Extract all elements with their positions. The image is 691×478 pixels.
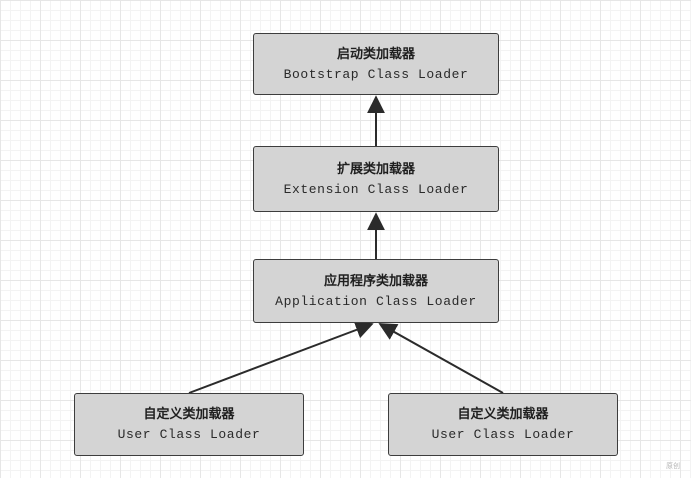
node-title-en: Application Class Loader xyxy=(275,293,477,309)
node-title-en: User Class Loader xyxy=(117,427,261,442)
edge-user-right-to-application xyxy=(378,323,504,394)
node-title-en: Extension Class Loader xyxy=(283,181,469,197)
application-class-loader-node[interactable]: 应用程序类加载器 Application Class Loader xyxy=(253,259,499,323)
extension-class-loader-node[interactable]: 扩展类加载器 Extension Class Loader xyxy=(253,146,499,212)
node-title-cn: 自定义类加载器 xyxy=(143,407,235,422)
user-class-loader-node-right[interactable]: 自定义类加载器 User Class Loader xyxy=(388,393,618,456)
node-title-en: Bootstrap Class Loader xyxy=(283,66,469,82)
edge-user-left-to-application xyxy=(188,321,374,394)
node-title-cn: 应用程序类加载器 xyxy=(323,273,428,289)
node-title-cn: 自定义类加载器 xyxy=(457,407,549,422)
user-class-loader-node-left[interactable]: 自定义类加载器 User Class Loader xyxy=(74,393,304,456)
node-title-en: User Class Loader xyxy=(431,427,575,442)
node-title-cn: 扩展类加载器 xyxy=(336,161,415,177)
node-title-cn: 启动类加载器 xyxy=(336,46,415,62)
bootstrap-class-loader-node[interactable]: 启动类加载器 Bootstrap Class Loader xyxy=(253,33,499,95)
watermark: 原创 xyxy=(666,462,680,470)
